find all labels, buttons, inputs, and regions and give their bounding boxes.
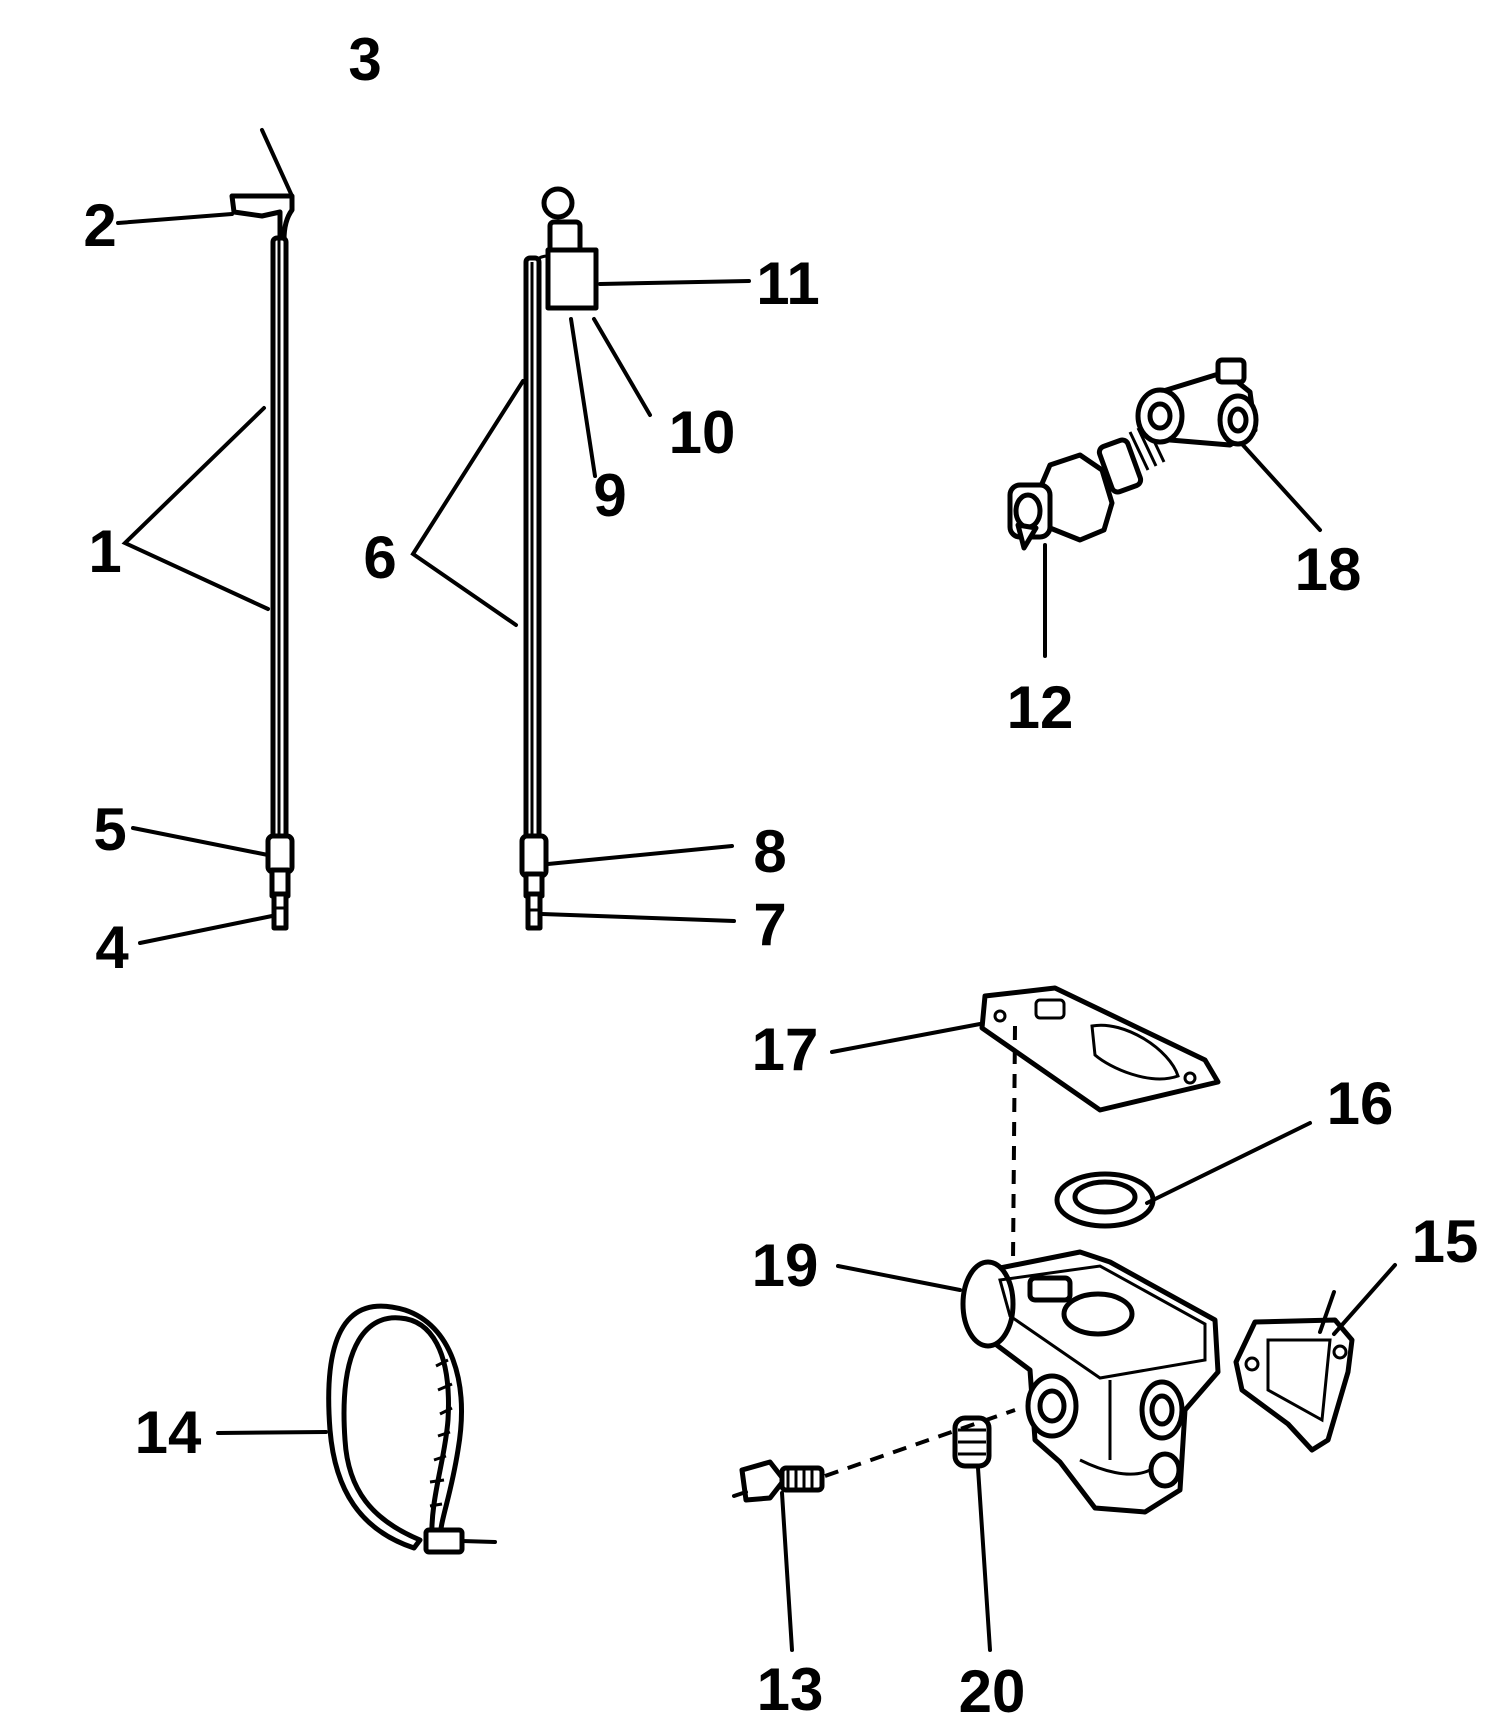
part-12-fitting — [1007, 423, 1166, 551]
part-9-ring-eyelet — [541, 186, 575, 220]
callout-10: 10 — [669, 399, 736, 466]
part-14-cable-tie — [326, 1303, 497, 1555]
callout-16: 16 — [1327, 1070, 1394, 1137]
callout-3: 3 — [348, 26, 381, 93]
part-16-washer — [1054, 1171, 1156, 1229]
callout-9: 9 — [593, 462, 626, 529]
part-1-lead-assembly — [229, 193, 295, 931]
callout-18: 18 — [1295, 536, 1362, 603]
callout-8: 8 — [753, 818, 786, 885]
part-18-elbow-fitting — [1135, 357, 1259, 448]
callout-11: 11 — [756, 250, 819, 317]
callout-20: 20 — [959, 1658, 1026, 1719]
assembly-line-gasket — [1011, 1025, 1017, 1263]
callout-12: 12 — [1007, 674, 1074, 741]
part-2-connector-cap — [229, 193, 295, 243]
callout-1: 1 — [88, 518, 121, 585]
part-19-housing — [960, 1249, 1221, 1515]
part-5-terminal — [265, 833, 295, 875]
part-13-sensor — [732, 1459, 825, 1503]
callout-14: 14 — [135, 1399, 202, 1466]
callout-13: 13 — [757, 1656, 824, 1719]
part-4-pin-tip — [271, 891, 289, 931]
part-15-small-gasket — [1233, 1317, 1355, 1453]
callout-labels: 3 2 1 5 4 6 11 10 9 8 7 12 18 17 16 15 1… — [83, 26, 1478, 1719]
leader-lines — [116, 128, 1397, 1652]
part-11-sensor-housing — [545, 247, 599, 311]
callout-17: 17 — [752, 1016, 819, 1083]
callout-7: 7 — [753, 891, 786, 958]
part-6-lead-assembly — [519, 186, 599, 931]
callout-19: 19 — [752, 1232, 819, 1299]
callout-4: 4 — [95, 914, 129, 981]
callout-6: 6 — [363, 524, 396, 591]
part-8-terminal — [519, 833, 549, 879]
callout-2: 2 — [83, 192, 116, 259]
callout-5: 5 — [93, 796, 126, 863]
callout-15: 15 — [1412, 1208, 1479, 1275]
assembly-line-sensor — [824, 1408, 1016, 1478]
part-17-gasket-plate — [979, 985, 1221, 1113]
